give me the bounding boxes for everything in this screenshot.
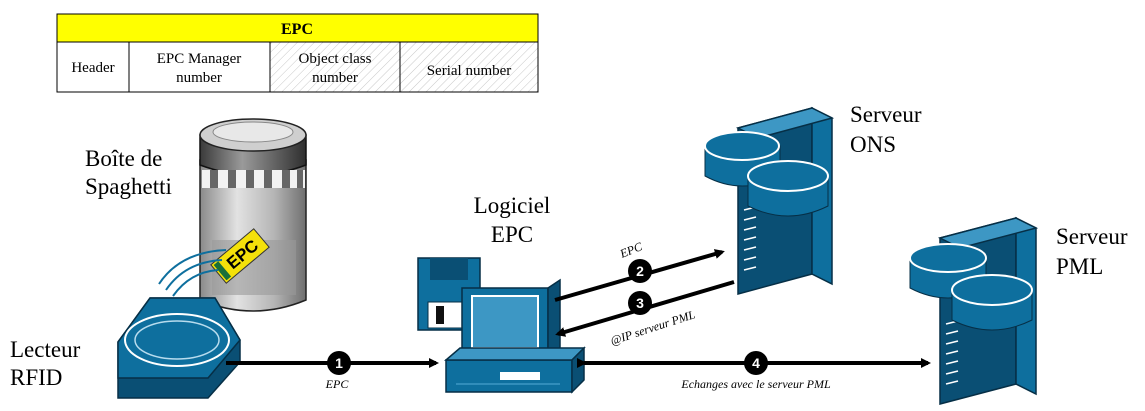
epc-software-label-2: EPC	[491, 222, 533, 247]
flow-1-step-number: 1	[335, 355, 343, 371]
spaghetti-box-label-1: Boîte de	[85, 146, 162, 171]
ons-server-label-1: Serveur	[850, 102, 922, 127]
spaghetti-box-illustration: EPC	[199, 118, 307, 312]
epc-field-header-cell	[56, 41, 130, 93]
flow-1-step-badge	[327, 351, 351, 375]
epc-field-serial-label: Serial number	[427, 63, 512, 79]
epc-field-header-label: Header	[71, 60, 114, 76]
epc-software-computer	[417, 257, 586, 394]
epc-field-serial-cell	[399, 41, 539, 93]
epc-field-object-class-cell	[269, 41, 401, 93]
ons-disk-lower	[747, 160, 829, 217]
ons-server-label-2: ONS	[850, 132, 896, 157]
flow-3-step-badge	[628, 291, 652, 315]
rfid-reader-device	[117, 249, 241, 399]
flow-4-software-pml-exchange: 4 Echanges avec le serveur PML	[577, 351, 931, 391]
flow-1-reader-to-software: 1 EPC	[226, 351, 439, 391]
flow-2-step-badge	[628, 259, 652, 283]
pml-disk-lower	[951, 274, 1033, 331]
epc-structure-table: EPC Header EPC Manager number Object cla…	[56, 13, 539, 93]
flow-1-label: EPC	[325, 377, 350, 391]
flow-4-step-number: 4	[752, 355, 760, 371]
flow-2-software-to-ons: 2 EPC	[554, 239, 725, 302]
flow-3-step-number: 3	[636, 295, 644, 311]
epc-tag-label	[210, 228, 270, 284]
pml-server	[909, 216, 1039, 405]
epc-field-object-class-label-2: number	[312, 70, 358, 86]
ons-server	[704, 106, 835, 295]
epc-field-manager-label-1: EPC Manager	[157, 51, 242, 67]
flow-2-step-number: 2	[636, 263, 644, 279]
flow-4-step-badge	[744, 351, 768, 375]
rfid-reader-label-1: Lecteur	[10, 337, 81, 362]
spaghetti-box-label-2: Spaghetti	[85, 174, 172, 199]
pml-server-label-2: PML	[1056, 254, 1103, 279]
flow-4-label: Echanges avec le serveur PML	[680, 377, 831, 391]
epc-field-manager-cell	[128, 41, 271, 93]
rfid-reader-label-2: RFID	[10, 365, 62, 390]
epc-software-label-1: Logiciel	[474, 193, 551, 218]
epc-table-title: EPC	[281, 21, 313, 38]
epc-field-manager-label-2: number	[176, 70, 222, 86]
epc-field-object-class-label-1: Object class	[299, 51, 372, 67]
epc-table-header-cell	[56, 13, 539, 43]
pml-server-label-1: Serveur	[1056, 224, 1128, 249]
flow-2-label: EPC	[617, 239, 645, 261]
